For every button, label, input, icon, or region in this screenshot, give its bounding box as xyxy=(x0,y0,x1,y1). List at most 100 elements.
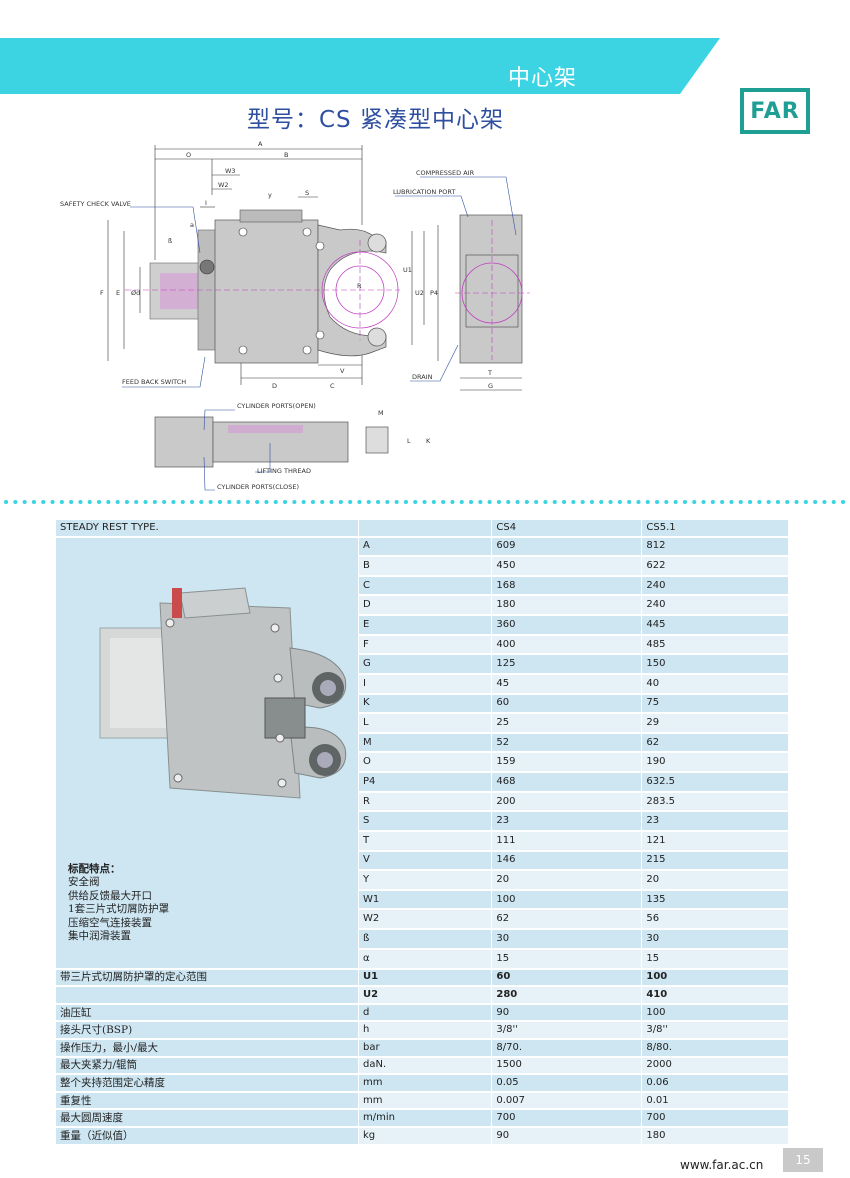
param-cell: I xyxy=(357,672,492,694)
feature-item: 集中润滑装置 xyxy=(68,930,131,943)
features-title: 标配特点： xyxy=(68,862,121,875)
param-cell: C xyxy=(357,574,492,596)
cs5-cell: 56 xyxy=(641,908,788,930)
features-list: 标配特点： 安全阀 供给反馈最大开口 1套三片式切屑防护罩 压缩空气连接装置 集… xyxy=(68,863,169,944)
feature-item: 安全阀 xyxy=(68,876,100,889)
dim-t: T xyxy=(487,369,492,377)
param-cell: E xyxy=(357,614,492,635)
cs5-cell: 3/8'' xyxy=(641,1020,788,1039)
cs5-cell: 622 xyxy=(641,555,788,576)
table-header-cs4: CS4 xyxy=(491,518,642,537)
cs4-cell: 60 xyxy=(491,967,642,987)
param-cell: O xyxy=(357,751,492,773)
callout-lifting-thread: LIFTING THREAD xyxy=(257,467,311,475)
dim-a: A xyxy=(258,140,263,148)
param-cell: U2 xyxy=(357,985,492,1004)
callout-cylinder-ports-open: CYLINDER PORTS(OPEN) xyxy=(237,402,316,410)
cs4-cell: 200 xyxy=(491,790,642,812)
dim-w2: W2 xyxy=(218,181,229,189)
param-cell: A xyxy=(357,535,492,557)
photo-cell: 标配特点： 安全阀 供给反馈最大开口 1套三片式切屑防护罩 压缩空气连接装置 集… xyxy=(55,535,359,969)
cs5-cell: 240 xyxy=(641,574,788,596)
cs4-cell: 168 xyxy=(491,574,642,596)
param-cell: mm xyxy=(357,1090,492,1110)
dim-b: B xyxy=(284,151,288,159)
cs5-cell: 15 xyxy=(641,947,788,969)
row-label: 最大夹紧力/辊筒 xyxy=(55,1055,359,1075)
cs4-cell: 400 xyxy=(491,633,642,655)
dim-r: R xyxy=(357,282,362,290)
param-cell: B xyxy=(357,555,492,576)
param-cell: R xyxy=(357,790,492,812)
cs4-cell: 0.007 xyxy=(491,1090,642,1110)
cs4-cell: 1500 xyxy=(491,1055,642,1075)
dim-u2: U2 xyxy=(415,289,424,297)
param-cell: M xyxy=(357,731,492,753)
cs4-cell: 62 xyxy=(491,908,642,930)
cs4-cell: 90 xyxy=(491,1002,642,1022)
spec-table: STEADY REST TYPE. CS4 CS5.1 标配特点 xyxy=(55,518,788,1144)
row-label: 重量（近似值） xyxy=(55,1125,359,1144)
cs4-cell: 0.05 xyxy=(491,1073,642,1092)
dim-o: O xyxy=(186,151,191,159)
cs5-cell: 100 xyxy=(641,967,788,987)
row-label: 重复性 xyxy=(55,1090,359,1110)
dim-u1: U1 xyxy=(403,266,412,274)
cs5-cell: 20 xyxy=(641,869,788,890)
technical-drawing: A O B W3 W2 y S I a ß F E Ød U1 U2 P4 D … xyxy=(60,140,530,491)
cs5-cell: 75 xyxy=(641,692,788,714)
cs4-cell: 280 xyxy=(491,985,642,1004)
header-banner xyxy=(0,38,720,94)
dim-d-len: D xyxy=(272,382,277,390)
cs5-cell: 29 xyxy=(641,712,788,733)
param-cell: L xyxy=(357,712,492,733)
table-row: 标配特点： 安全阀 供给反馈最大开口 1套三片式切屑防护罩 压缩空气连接装置 集… xyxy=(55,535,788,969)
dotted-separator xyxy=(4,500,848,504)
far-logo: FAR xyxy=(740,88,810,134)
dim-e: E xyxy=(116,289,120,297)
callout-cylinder-ports-close: CYLINDER PORTS(CLOSE) xyxy=(217,483,299,491)
param-cell: kg xyxy=(357,1125,492,1144)
feature-item: 供给反馈最大开口 xyxy=(68,889,152,902)
param-cell: V xyxy=(357,849,492,871)
cs4-cell: 450 xyxy=(491,555,642,576)
cs5-cell: 0.06 xyxy=(641,1073,788,1092)
dim-k: K xyxy=(426,437,431,445)
cs4-cell: 609 xyxy=(491,535,642,557)
dim-g: G xyxy=(488,382,493,390)
dim-c: C xyxy=(330,382,335,390)
cs5-cell: 632.5 xyxy=(641,771,788,792)
section-title: 中心架 xyxy=(508,66,578,91)
cs4-cell: 146 xyxy=(491,849,642,871)
cs5-cell: 0.01 xyxy=(641,1090,788,1110)
row-label: 最大圆周速度 xyxy=(55,1108,359,1127)
param-cell: F xyxy=(357,633,492,655)
table-header-cs5: CS5.1 xyxy=(641,518,788,537)
range-label: 带三片式切屑防护罩的定心范围 xyxy=(55,967,359,987)
param-cell: W2 xyxy=(357,908,492,930)
param-cell: W1 xyxy=(357,888,492,910)
cs4-cell: 3/8'' xyxy=(491,1020,642,1039)
cs4-cell: 90 xyxy=(491,1125,642,1144)
cs5-cell: 121 xyxy=(641,829,788,851)
dim-d: Ød xyxy=(131,289,140,297)
param-cell: mm xyxy=(357,1073,492,1092)
row-label: 操作压力，最小/最大 xyxy=(55,1037,359,1057)
